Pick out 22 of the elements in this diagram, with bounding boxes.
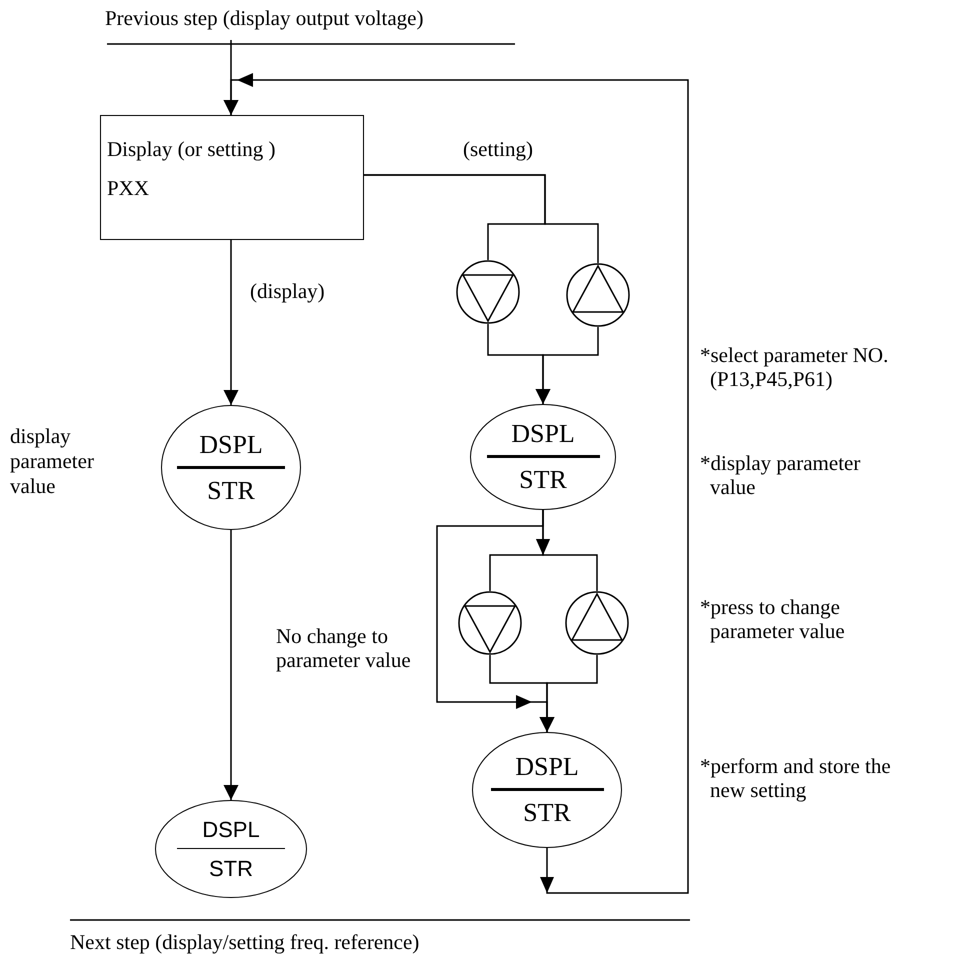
key-label: STR	[523, 798, 571, 828]
step-heading: Previous step (display output voltage)	[105, 6, 424, 30]
key-label: DSPL	[202, 816, 260, 842]
parameter-code: PXX	[107, 174, 150, 202]
up-key-icon	[566, 263, 630, 327]
annotation-text: display parameter value	[10, 424, 95, 500]
key-label: STR	[207, 476, 255, 506]
key-label: DSPL	[199, 430, 263, 460]
key-label: DSPL	[515, 752, 579, 782]
step-heading: Next step (display/setting freq. reference)	[70, 930, 420, 954]
process-box	[100, 115, 364, 240]
up-key-icon	[565, 591, 629, 655]
key-label: STR	[519, 465, 567, 495]
box-title: Display (or setting )	[107, 136, 276, 163]
step-note: *select parameter NO.(P13,P45,P61)	[700, 343, 890, 392]
step-note: *display parameter value	[700, 451, 862, 500]
down-key-icon	[456, 260, 520, 324]
key-label: DSPL	[511, 419, 575, 449]
down-key-icon	[458, 591, 522, 655]
step-note: *press to change parameter value	[700, 595, 846, 644]
key-label: STR	[209, 856, 253, 882]
step-note: *perform and store the new setting	[700, 754, 892, 802]
